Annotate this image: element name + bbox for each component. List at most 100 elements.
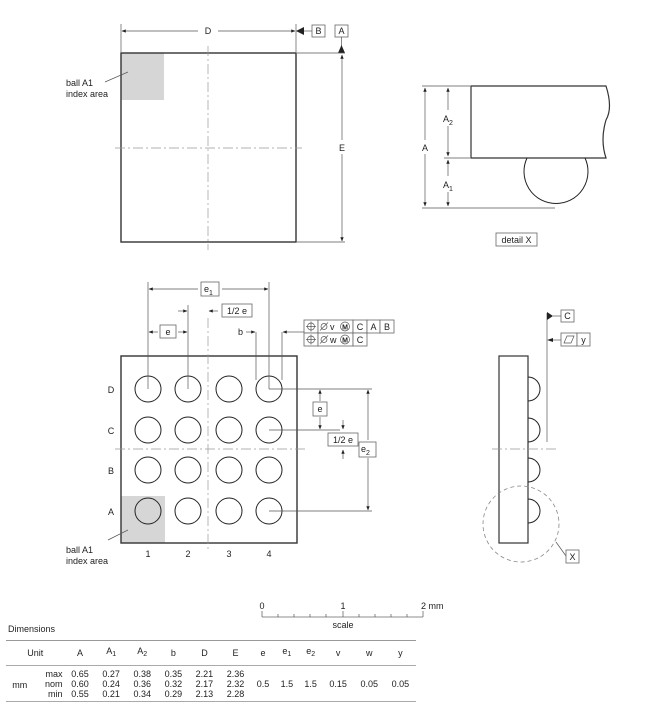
table-cell: 0.5 (256, 679, 270, 689)
dimensions-table: Unit A A1 A2 b D E e e1 e2 v w y mm max 0.… (6, 640, 416, 702)
scale-label: scale (332, 620, 353, 630)
dim-e1-label: e1 (204, 284, 213, 297)
table-cell (354, 689, 385, 702)
table-cell (299, 689, 323, 702)
header-a: A (77, 648, 84, 658)
scale-tick-0: 0 (259, 601, 264, 611)
dimensions-title: Dimensions (8, 624, 56, 634)
package-body-top (120, 52, 297, 243)
header-a1: A1 (106, 646, 117, 658)
side-view: C y X (482, 309, 591, 564)
col-label-3: 3 (226, 549, 231, 559)
table-cell (385, 689, 416, 702)
table-cell: 1.5 (280, 679, 294, 689)
dim-a-label: A (422, 143, 428, 153)
mmc-symbol-icon: M M (340, 321, 350, 345)
table-cell: 2.32 (226, 679, 245, 689)
table-cell: 0.05 (391, 679, 410, 689)
table-cell: 0.29 (164, 689, 183, 699)
dim-e-vertical-label: e (317, 404, 322, 414)
row-label-d: D (108, 385, 115, 395)
table-cell: 0.24 (102, 679, 120, 689)
dim-d-label: D (205, 26, 212, 36)
tol-v-label: v (330, 322, 335, 332)
unit-cell: mm (12, 680, 28, 690)
datum-b-label: B (315, 26, 321, 36)
col-label-1: 1 (145, 549, 150, 559)
flatness-symbol-icon (563, 335, 575, 344)
detail-x-view: A A2 A1 detail X (422, 85, 611, 247)
table-cell (354, 666, 385, 680)
bottom-view: D C B A 1 2 3 4 ball A1 index area e1 1/… (66, 281, 395, 566)
dim-a1-label: A1 (443, 180, 453, 193)
top-index-label-line2: index area (66, 89, 108, 99)
position-symbol-icon (306, 334, 316, 345)
header-b: b (170, 648, 176, 658)
header-e2: e2 (306, 646, 316, 658)
table-cell: 0.15 (329, 679, 347, 689)
tol-datum-b: B (384, 322, 390, 332)
tol-datum-a: A (370, 322, 376, 332)
dim-e-horizontal-label: e (165, 327, 170, 337)
table-cell: 2.13 (195, 689, 214, 699)
table-cell: 0.21 (102, 689, 120, 699)
header-w: w (366, 648, 373, 658)
scale-bar: 0 1 2 mm scale (259, 601, 443, 630)
dim-half-e-vertical-label: 1/2 e (333, 435, 353, 445)
svg-text:M: M (342, 325, 348, 332)
tol-datum-c-1: C (357, 322, 364, 332)
table-cell: 2.36 (226, 669, 245, 679)
detail-x-circle (482, 485, 560, 563)
table-cell: 1.5 (304, 679, 317, 689)
row-label: max (45, 669, 63, 679)
col-label-2: 2 (185, 549, 190, 559)
detail-x-marker: X (569, 552, 575, 562)
table-cell: 0.36 (133, 679, 152, 689)
scale-tick-2: 2 mm (421, 601, 444, 611)
table-cell: 0.32 (164, 679, 183, 689)
row-label-b: B (108, 466, 114, 476)
header-e1: e1 (282, 646, 292, 658)
table-cell: 0.55 (71, 689, 89, 699)
header-a2: A2 (137, 646, 148, 658)
dim-half-e-label: 1/2 e (227, 306, 247, 316)
dim-e2-label: e2 (361, 444, 370, 457)
dimensions-table-section: Dimensions Unit A A1 A2 b D E e e1 e2 v … (6, 624, 416, 702)
header-unit: Unit (27, 648, 44, 658)
ball-a1-index-area (121, 53, 164, 100)
table-cell: 0.05 (360, 679, 379, 689)
table-cell (251, 666, 275, 680)
table-cell: 0.65 (71, 669, 89, 679)
tol-datum-c-2: C (357, 335, 364, 345)
table-cell: 2.28 (226, 689, 245, 699)
table-cell: 2.21 (195, 669, 214, 679)
table-cell (323, 666, 354, 680)
dim-e-label: E (339, 143, 345, 153)
table-header-row: Unit A A1 A2 b D E e e1 e2 v w y (6, 640, 416, 666)
top-index-label-line1: ball A1 (66, 78, 93, 88)
table-cell (323, 689, 354, 702)
row-label-c: C (108, 426, 115, 436)
table-cell (299, 666, 323, 680)
table-cell (275, 666, 299, 680)
table-cell: 0.35 (164, 669, 183, 679)
header-e: e (260, 648, 266, 658)
table-cell (385, 666, 416, 680)
ball-grid (134, 375, 283, 525)
datum-c-label: C (564, 311, 571, 321)
row-label: nom (45, 679, 63, 689)
table-cell: 0.38 (133, 669, 152, 679)
svg-text:M: M (342, 338, 348, 345)
row-label: min (48, 689, 63, 699)
dim-a2-label: A2 (443, 114, 453, 127)
top-view: D B A E ball A1 index area (66, 24, 349, 250)
table-cell: 0.27 (102, 669, 120, 679)
table-cell (275, 689, 299, 702)
header-v: v (335, 648, 341, 658)
table-cell: 0.60 (71, 679, 89, 689)
table-row: mm max 0.65 0.27 0.38 0.35 2.21 2.36 (6, 666, 416, 690)
header-y: y (398, 648, 403, 658)
table-cell: 0.34 (133, 689, 152, 699)
